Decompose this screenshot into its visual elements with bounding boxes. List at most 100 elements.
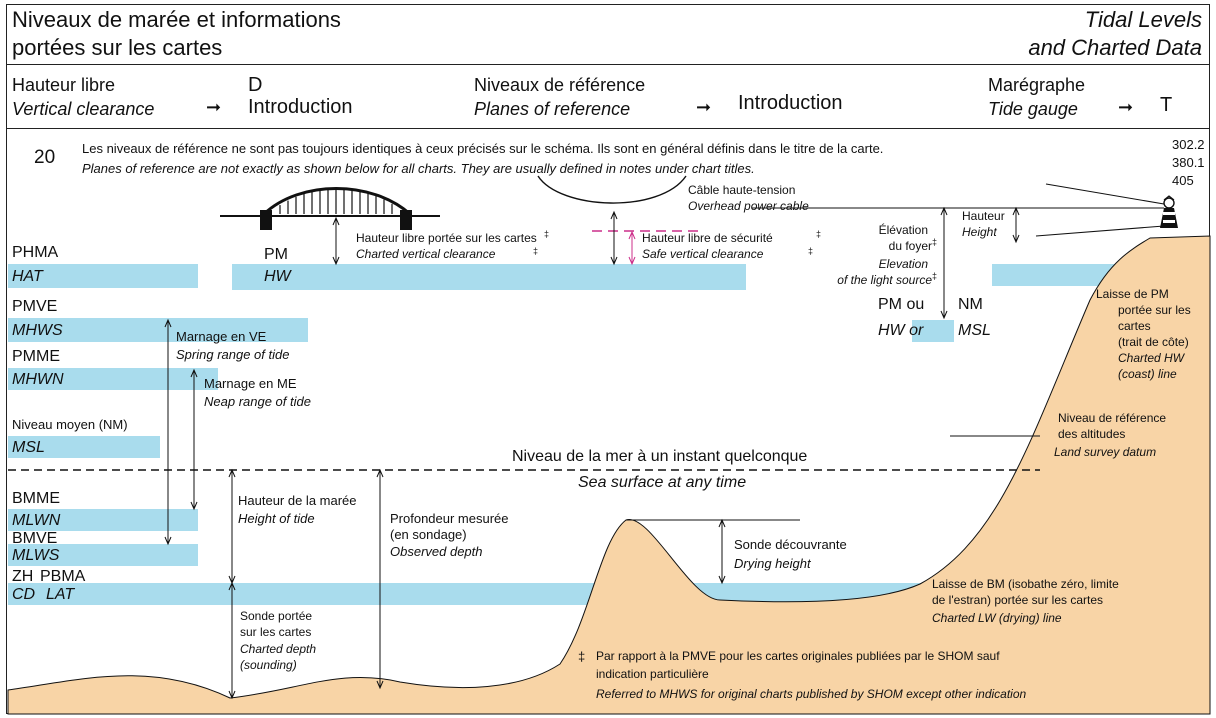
depth-fr-2: (en sondage)	[390, 527, 467, 542]
tide-height-fr: Hauteur de la marée	[238, 493, 357, 508]
charted-vc-fr: Hauteur libre portée sur les cartes	[356, 231, 537, 245]
label-mhwn: MHWN	[12, 371, 64, 388]
land-datum-en: Land survey datum	[1054, 445, 1157, 459]
laisse-pm-fr-1: Laisse de PM	[1096, 287, 1169, 301]
mlws-band	[8, 544, 198, 566]
crossref-planes-target[interactable]: Introduction	[738, 92, 843, 114]
laisse-pm-en-1: Charted HW	[1118, 351, 1185, 365]
crossref-vc-target[interactable]: Introduction	[248, 96, 353, 118]
ref-302-2[interactable]: 302.2	[1172, 137, 1205, 152]
label-bmme: BMME	[12, 490, 60, 507]
hw-msl-band	[912, 320, 954, 342]
depth-en: Observed depth	[390, 544, 483, 559]
neap-range-fr: Marnage en ME	[204, 376, 297, 391]
elevation-en-2: of the light source	[837, 273, 932, 287]
label-nm: Niveau moyen (NM)	[12, 417, 128, 432]
label-hw: HW	[264, 268, 291, 285]
crossref-tide-code[interactable]: T	[1160, 94, 1173, 116]
laisse-pm-fr-3: cartes	[1118, 319, 1151, 333]
label-bmve: BMVE	[12, 530, 58, 547]
label-mhws: MHWS	[12, 322, 63, 339]
footnote-mark: ‡	[816, 229, 822, 239]
hw-band	[232, 264, 746, 290]
spring-range-fr: Marnage en VE	[176, 329, 267, 344]
footnote-mark: ‡	[932, 237, 938, 247]
dimension-arrow	[1012, 206, 1020, 244]
laisse-pm-en-2: (coast) line	[1118, 367, 1177, 381]
label-mlwn: MLWN	[12, 512, 61, 529]
dimension-arrow	[628, 230, 636, 266]
dimension-arrow	[190, 368, 198, 511]
sounding-fr-1: Sonde portée	[240, 609, 313, 623]
crossref-tide-fr: Marégraphe	[988, 75, 1086, 95]
pm-ou-label: PM ou	[878, 296, 925, 313]
elevation-fr-1: Élévation	[878, 223, 928, 237]
label-cd: CD	[12, 586, 36, 603]
dimension-arrow	[332, 216, 340, 266]
arrow-icon: ➞	[1118, 97, 1134, 117]
elevation-fr-2: du foyer	[888, 239, 932, 253]
footnote-mark: ‡	[932, 271, 938, 281]
label-mlws: MLWS	[12, 547, 60, 564]
charted-vc-en: Charted vertical clearance	[356, 247, 496, 261]
sounding-en-1: Charted depth	[240, 642, 317, 656]
footnote-mark: ‡	[578, 649, 586, 664]
crossref-tide-en: Tide gauge	[988, 99, 1078, 119]
crossref-planes-fr: Niveaux de référence	[474, 75, 646, 95]
label-pmme: PMME	[12, 348, 60, 365]
label-lat: LAT	[46, 586, 75, 603]
safe-vc-fr: Hauteur libre de sécurité	[642, 231, 773, 245]
lighthouse-icon	[1035, 183, 1178, 237]
dimension-arrow	[718, 518, 726, 585]
label-zh: ZH	[12, 568, 34, 585]
neap-range-en: Neap range of tide	[204, 394, 311, 409]
hat-band	[8, 264, 198, 288]
header-divider	[6, 64, 1210, 65]
drying-en: Drying height	[734, 556, 811, 571]
cable-fr: Câble haute-tension	[688, 183, 796, 197]
sea-surface-fr: Niveau de la mer à un instant quelconque	[512, 448, 808, 465]
section-note-en: Planes of reference are not exactly as s…	[82, 161, 755, 176]
label-pm: PM	[264, 246, 288, 263]
footnote-en: Referred to MHWS for original charts pub…	[596, 687, 1027, 701]
mlwn-band	[8, 509, 198, 531]
section-number: 20	[34, 147, 56, 168]
label-pmve: PMVE	[12, 298, 58, 315]
height-fr: Hauteur	[962, 209, 1005, 223]
depth-fr-1: Profondeur mesurée	[390, 511, 509, 526]
crossref-vc-code[interactable]: D	[248, 74, 263, 96]
label-hat: HAT	[12, 268, 43, 285]
sounding-en-2: (sounding)	[240, 658, 297, 672]
laisse-bm-fr-1: Laisse de BM (isobathe zéro, limite	[932, 577, 1119, 591]
dimension-arrow	[610, 210, 618, 266]
title-en-line2: and Charted Data	[1028, 35, 1202, 60]
laisse-bm-en: Charted LW (drying) line	[932, 611, 1062, 625]
power-cable	[537, 175, 687, 204]
crossref-vc-en: Vertical clearance	[12, 99, 155, 119]
crossref-planes-en: Planes of reference	[474, 99, 631, 119]
title-fr-line2: portées sur les cartes	[12, 35, 223, 60]
ref-380-1[interactable]: 380.1	[1172, 155, 1205, 170]
sounding-fr-2: sur les cartes	[240, 625, 312, 639]
footnote-mark: ‡	[808, 246, 814, 256]
cd-band	[8, 583, 1108, 605]
msl-label: MSL	[958, 322, 991, 339]
sea-surface-en: Sea surface at any time	[578, 474, 747, 491]
elevation-en-1: Elevation	[878, 257, 928, 271]
tide-height-en: Height of tide	[238, 511, 315, 526]
ref-405[interactable]: 405	[1172, 173, 1194, 188]
height-en: Height	[962, 225, 997, 239]
crossref-divider	[6, 128, 1210, 129]
dimension-arrows	[164, 206, 1020, 700]
hw-or-label: HW or	[878, 322, 924, 339]
seabed	[7, 235, 1211, 715]
spring-range-en: Spring range of tide	[176, 347, 290, 362]
land-datum-fr-1: Niveau de référence	[1058, 411, 1167, 425]
mhws-band	[8, 318, 308, 342]
drying-fr: Sonde découvrante	[734, 537, 847, 552]
footnote-mark: ‡	[533, 246, 539, 256]
footnote-mark: ‡	[544, 229, 550, 239]
title-en-line1: Tidal Levels	[1084, 7, 1202, 32]
dimension-arrow	[940, 206, 948, 320]
